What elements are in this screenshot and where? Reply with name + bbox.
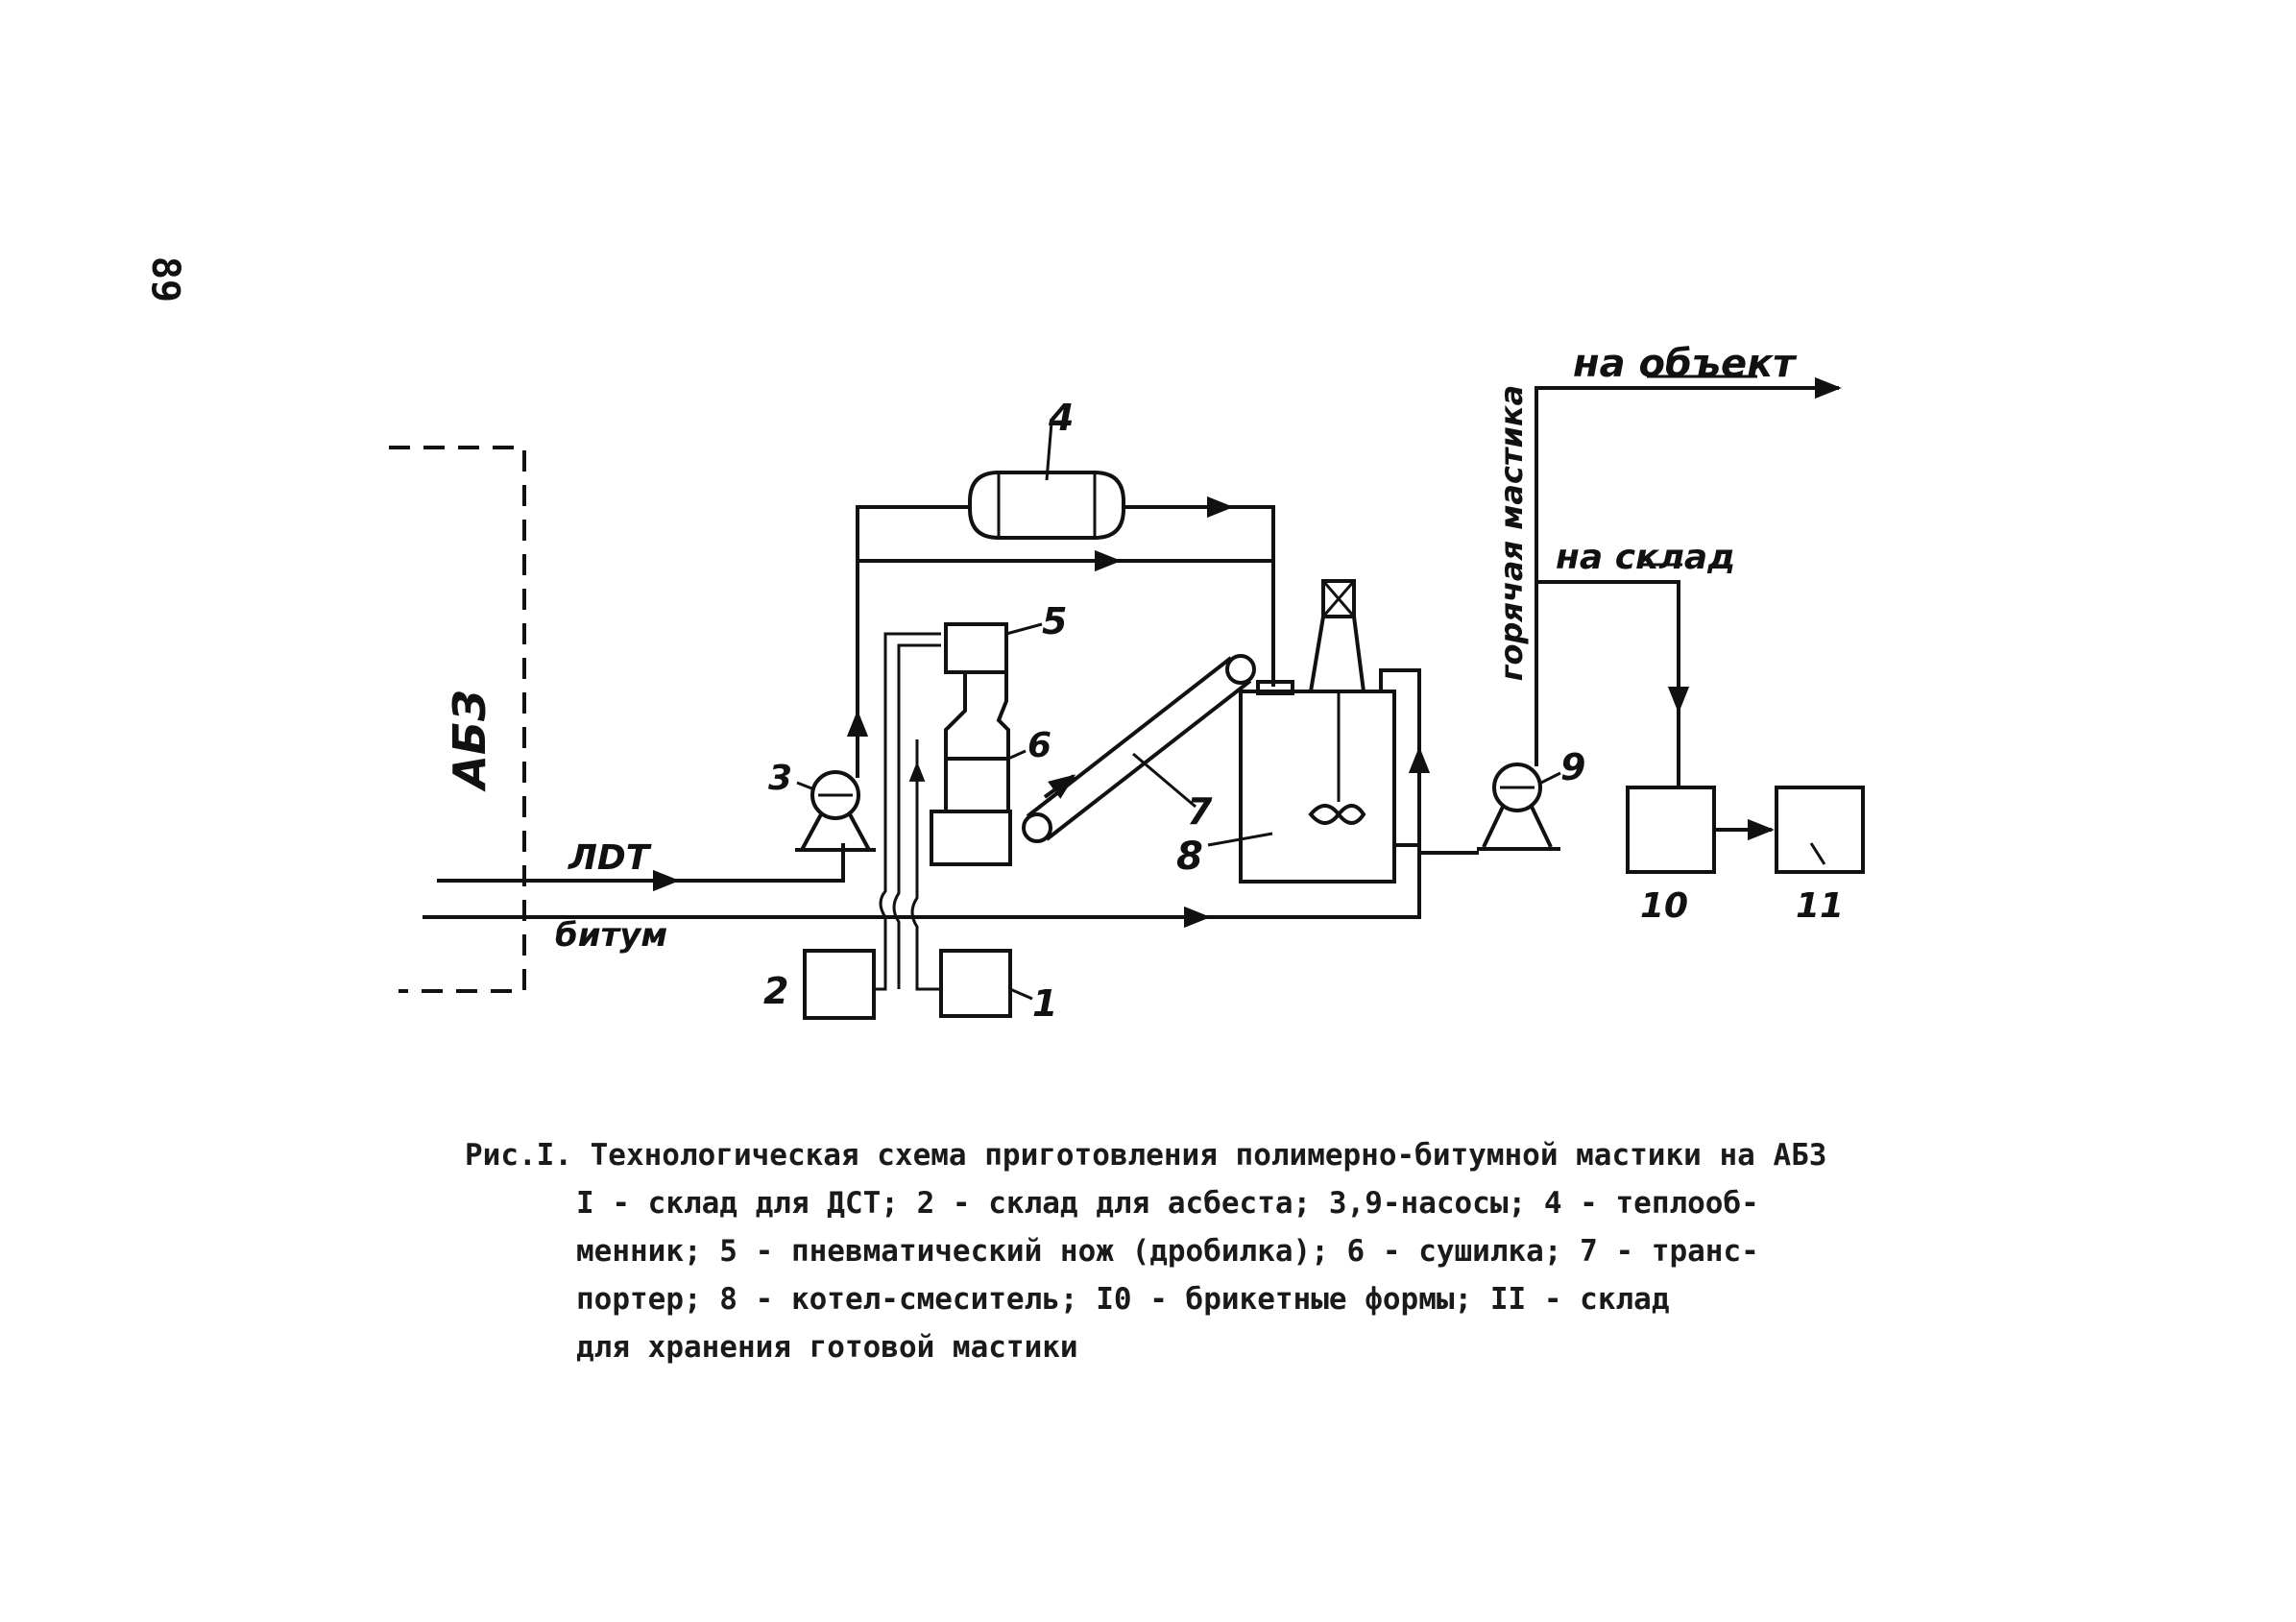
pump-9 (1419, 763, 1561, 855)
caption-line-3: менник; 5 - пневматический нож (дробилка… (576, 1234, 1759, 1269)
label-4: 4 (1048, 397, 1074, 439)
figure-caption: Рис.I. Технологическая схема приготовлен… (465, 1131, 1963, 1371)
caption-line-4: портер; 8 - котел-смеситель; I0 - брикет… (576, 1282, 1670, 1317)
storage-11 (1775, 786, 1865, 874)
label-1: 1 (1032, 982, 1057, 1025)
briquette-forms-10 (1626, 786, 1716, 874)
hot-mastic-line (1535, 376, 1842, 786)
caption-line-2: I - склад для ДСТ; 2 - склад для асбеста… (576, 1186, 1759, 1221)
bitumen-label: битум (555, 916, 667, 955)
abz-label: АБЗ (444, 690, 495, 791)
label-10: 10 (1640, 886, 1688, 926)
na-sklad-label: на склад (1556, 538, 1735, 577)
label-11: 11 (1796, 886, 1844, 926)
label-5: 5 (1042, 600, 1067, 642)
label-8: 8 (1176, 835, 1203, 879)
caption-line-1: Рис.I. Технологическая схема приготовлен… (465, 1138, 1827, 1173)
goryachaya-mastika-label: горячая мастика (1493, 385, 1530, 681)
ldt-label: ЛDТ (568, 838, 652, 878)
pump-3 (795, 770, 876, 852)
storage-2 (803, 632, 941, 1020)
dryer-6 (946, 749, 1027, 761)
mixer-boiler-8 (1207, 579, 1431, 884)
abz-boundary (389, 446, 526, 993)
label-7: 7 (1187, 790, 1213, 833)
label-3: 3 (768, 759, 792, 798)
circulation-loop (846, 496, 1275, 778)
storage-1 (908, 739, 1033, 1018)
conveyor-7 (1022, 654, 1256, 843)
crusher-5 (944, 622, 1043, 811)
ldt-line (437, 843, 845, 892)
caption-line-5: для хранения готовой мастики (576, 1330, 1078, 1365)
na-obekt-label: на объект (1573, 342, 1798, 386)
dryer-box (930, 810, 1012, 866)
label-9: 9 (1560, 746, 1585, 788)
label-6: 6 (1027, 726, 1051, 765)
heat-exchanger-4 (968, 422, 1125, 540)
bitumen-line (423, 843, 1421, 929)
label-2: 2 (763, 970, 788, 1012)
